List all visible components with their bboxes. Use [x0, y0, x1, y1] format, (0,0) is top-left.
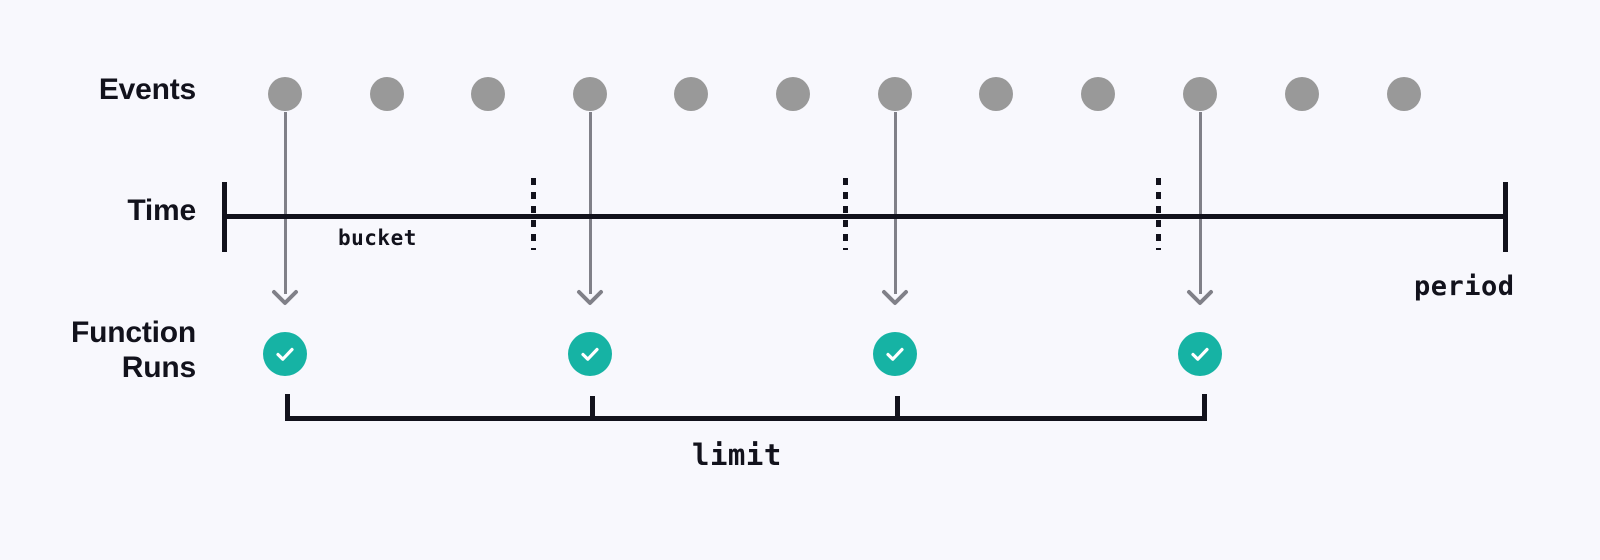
bucket-divider — [843, 178, 848, 250]
arrow-down-icon — [882, 290, 908, 305]
event-dot — [1183, 77, 1217, 111]
limit-bracket-tick — [590, 396, 595, 418]
arrow-down-icon — [577, 290, 603, 305]
timeline-start-cap — [222, 182, 227, 252]
event-to-run-connector — [588, 112, 592, 294]
limit-bracket-end — [1202, 394, 1207, 421]
bucket-divider — [531, 178, 536, 250]
limit-bracket-tick — [895, 396, 900, 418]
event-dot — [471, 77, 505, 111]
event-dot — [878, 77, 912, 111]
timeline-end-cap — [1503, 182, 1508, 252]
function-run-marker — [1178, 332, 1222, 376]
function-run-marker — [263, 332, 307, 376]
timeline-axis — [224, 214, 1505, 219]
check-icon — [276, 347, 294, 361]
row-label-events: Events — [98, 73, 196, 106]
event-to-run-connector — [283, 112, 287, 294]
check-icon — [1191, 347, 1209, 361]
event-to-run-connector — [893, 112, 897, 294]
event-dot — [370, 77, 404, 111]
limit-label: limit — [692, 438, 782, 472]
arrow-down-icon — [1187, 290, 1213, 305]
check-icon — [581, 347, 599, 361]
event-to-run-connector — [1198, 112, 1202, 294]
event-dot — [979, 77, 1013, 111]
arrow-down-icon — [272, 290, 298, 305]
function-run-marker — [873, 332, 917, 376]
bucket-label: bucket — [338, 226, 417, 250]
event-dot — [1285, 77, 1319, 111]
bucket-divider — [1156, 178, 1161, 250]
event-dot — [776, 77, 810, 111]
event-dot — [573, 77, 607, 111]
event-dot — [268, 77, 302, 111]
limit-bracket-bar — [285, 416, 1207, 421]
row-label-time: Time — [127, 194, 196, 227]
function-run-marker — [568, 332, 612, 376]
row-label-function-runs: Function Runs — [70, 316, 196, 385]
event-dot — [1081, 77, 1115, 111]
check-icon — [886, 347, 904, 361]
event-dot — [674, 77, 708, 111]
period-label: period — [1414, 271, 1515, 302]
event-dot — [1387, 77, 1421, 111]
limit-bracket-start — [285, 394, 290, 421]
